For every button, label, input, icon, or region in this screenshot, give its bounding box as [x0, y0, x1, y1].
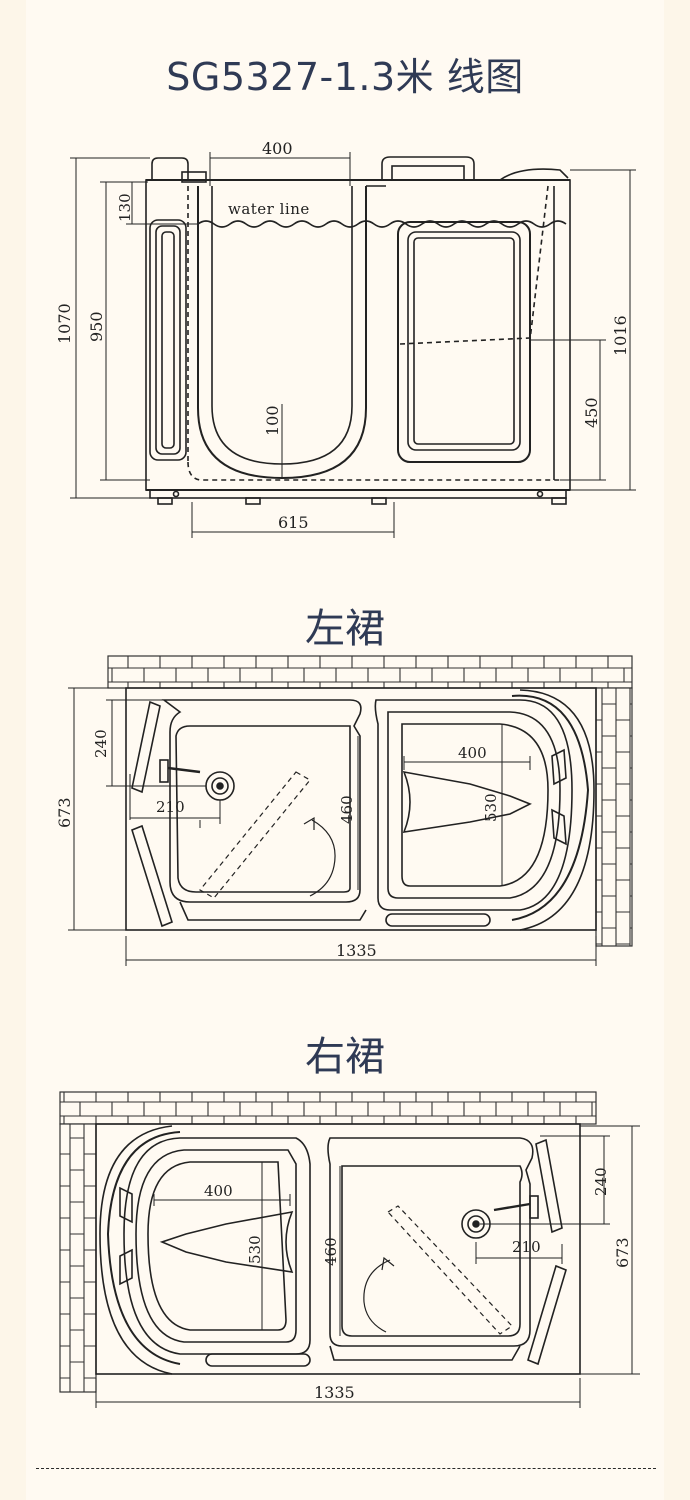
brick-wall-left [59, 1123, 97, 1393]
dim-100: 100 [263, 405, 282, 436]
dim-1070: 1070 [55, 303, 74, 344]
dim-1016: 1016 [611, 315, 630, 356]
left-dim-1335: 1335 [336, 941, 377, 960]
left-dim-530: 530 [482, 793, 500, 822]
left-dim-460: 460 [338, 795, 356, 824]
right-grab-bar-top [535, 1138, 563, 1234]
right-dim-400: 400 [204, 1182, 233, 1200]
brick-wall-right [595, 687, 633, 947]
left-dim-210: 210 [156, 798, 185, 816]
left-grab-bar-bottom [131, 824, 173, 928]
side-view-drawing: 400 water line 130 1070 950 1016 450 100… [55, 139, 636, 538]
dim-615: 615 [278, 513, 309, 532]
right-handle-shape [381, 156, 475, 180]
right-skirt-title: 右裙 [305, 1034, 385, 1080]
dim-400-top: 400 [262, 139, 293, 158]
right-dim-240: 240 [592, 1167, 610, 1196]
pillow-wedge-right [159, 1210, 294, 1274]
right-dim-210: 210 [512, 1238, 541, 1256]
water-line-label: water line [228, 200, 310, 218]
main-title: SG5327-1.3米 线图 [166, 55, 524, 99]
dim-130: 130 [116, 193, 134, 222]
left-handle-shape [151, 157, 189, 180]
left-dim-240: 240 [92, 729, 110, 758]
left-skirt-title: 左裙 [305, 606, 385, 652]
right-dim-1335: 1335 [314, 1383, 355, 1402]
brick-wall-top [107, 655, 633, 689]
left-side-panel [149, 219, 187, 461]
left-dim-400: 400 [458, 744, 487, 762]
left-grab-bar-top [131, 700, 161, 794]
pillow-wedge [402, 770, 532, 834]
right-dim-530: 530 [246, 1235, 264, 1264]
tub-outline-right [95, 1123, 581, 1375]
bottom-dashed-divider [36, 1468, 656, 1469]
right-grab-bar-bottom [527, 1264, 567, 1366]
right-skirt-drawing: 400 530 460 240 210 673 1335 [59, 1091, 640, 1408]
right-dim-673: 673 [613, 1237, 632, 1268]
dim-950: 950 [87, 311, 106, 342]
water-wave [197, 220, 567, 228]
right-seat-panel [397, 221, 531, 463]
dim-450: 450 [582, 397, 601, 428]
left-dim-673: 673 [55, 797, 74, 828]
tub-outline [125, 687, 597, 931]
left-skirt-drawing: 240 673 210 460 400 530 1335 [55, 655, 633, 966]
brick-wall-top-right-view [59, 1091, 597, 1125]
right-dim-460: 460 [322, 1237, 340, 1266]
